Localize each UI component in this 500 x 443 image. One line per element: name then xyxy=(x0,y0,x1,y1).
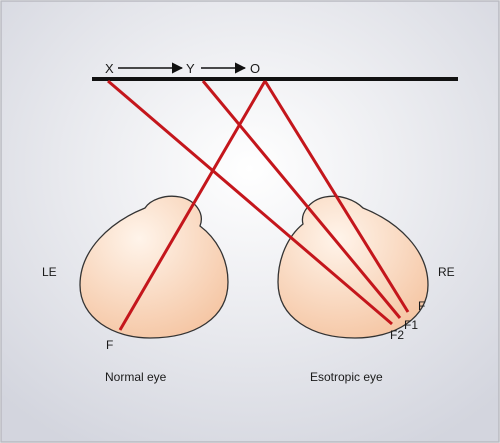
left-eyeball xyxy=(79,195,229,339)
left-eye-caption: Normal eye xyxy=(105,370,167,384)
ray-o-to-left-fovea xyxy=(118,80,267,331)
ray-x-to-right-f2 xyxy=(107,79,393,326)
point-x-label: X xyxy=(105,61,114,76)
point-o-label: O xyxy=(250,61,260,76)
right-fovea-f-label: F xyxy=(418,299,425,313)
right-eye-caption: Esotropic eye xyxy=(310,370,383,384)
left-fovea-label: F xyxy=(106,338,113,352)
right-fovea-f1-label: F1 xyxy=(404,318,418,332)
point-y-label: Y xyxy=(186,61,195,76)
ray-o-to-right-f xyxy=(263,80,410,313)
right-fovea-f2-label: F2 xyxy=(390,328,404,342)
right-eyeball xyxy=(277,195,429,339)
left-eye-label: LE xyxy=(42,265,57,279)
right-eye-label: RE xyxy=(438,265,455,279)
ray-y-to-right-f1 xyxy=(201,80,402,319)
